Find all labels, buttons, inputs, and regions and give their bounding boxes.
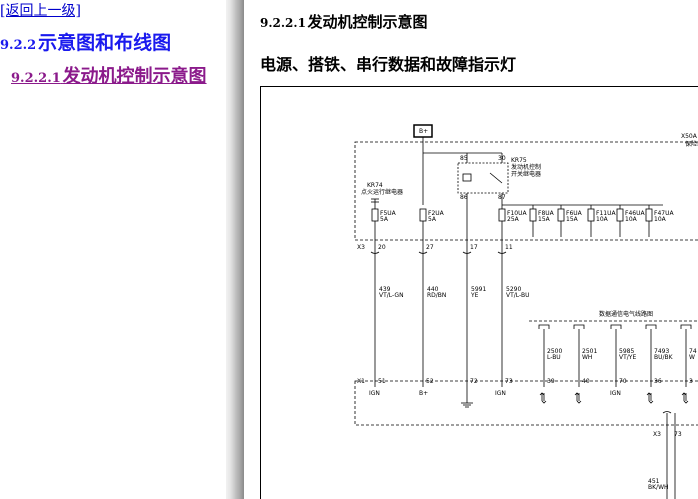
x1-pin: 73 xyxy=(505,378,513,385)
kr75-pin86: 86 xyxy=(460,194,468,201)
data-wire-color: WH xyxy=(582,354,592,361)
fuse-name: F2UA xyxy=(428,210,445,217)
x1-pin: 39 xyxy=(547,378,555,385)
content-pane: 9.2.2.1 发动机控制示意图 电源、搭铁、串行数据和故障指示灯 xyxy=(244,0,698,499)
data-wire-color: W xyxy=(689,354,695,361)
kr74-label: KR74 xyxy=(367,182,383,189)
wire-number: 5991 xyxy=(471,286,486,293)
toc-section-number: 9.2.2 xyxy=(0,38,37,53)
fuse-name: F10UA xyxy=(507,210,527,217)
fuse-name: F6UA xyxy=(566,210,583,217)
data-comm-title: 数据通信电气线路图 xyxy=(599,310,653,318)
x50a-label: X50A xyxy=(681,133,698,140)
content-title: 9.2.2.1 发动机控制示意图 xyxy=(260,11,427,32)
bplus-label: B+ xyxy=(419,128,428,135)
data-wire-number: 7493 xyxy=(654,348,669,355)
x1-signal-label: IGN xyxy=(610,390,621,397)
wire-color: RD/BN xyxy=(427,292,446,299)
fuse-amp: 15A xyxy=(538,216,551,223)
toc-section-text: 示意图和布线图 xyxy=(38,32,172,54)
fuse-amp: 5A xyxy=(380,216,389,223)
back-link[interactable]: [返回上一级] xyxy=(0,3,81,19)
toc-item-text: 发动机控制示意图 xyxy=(62,66,207,87)
fuse-amp: 10A xyxy=(596,216,609,223)
signal-arrows xyxy=(539,392,689,404)
wire-color: VT/L-BU xyxy=(506,292,530,299)
x1-signal-label: IGN xyxy=(495,390,506,397)
x1-pin: 3 xyxy=(689,378,693,385)
fuses-group xyxy=(371,205,653,387)
fuse-amp: 10A xyxy=(654,216,667,223)
x3-lower-label: X3 xyxy=(653,431,661,438)
schematic-frame: B+ X50A 保险丝 KR75 发动机控制 开关继电器 85 30 86 87… xyxy=(260,86,698,499)
data-wire-color: BU/BK xyxy=(654,354,674,361)
wire-number: 5290 xyxy=(506,286,521,293)
wire-number: 439 xyxy=(379,286,391,293)
wire-color: VT/L-GN xyxy=(379,292,404,299)
kr75-pin30: 30 xyxy=(498,155,506,162)
kr75-coil xyxy=(462,173,472,182)
x3-lower-mark xyxy=(662,411,672,414)
kr75-label: KR75 xyxy=(511,157,527,164)
engine-control-schematic: B+ X50A 保险丝 KR75 发动机控制 开关继电器 85 30 86 87… xyxy=(354,124,698,499)
content-subtitle: 电源、搭铁、串行数据和故障指示灯 xyxy=(260,55,517,74)
x1-pin: 70 xyxy=(619,378,627,385)
fuse-amp: 25A xyxy=(507,216,520,223)
data-wire-number: 74 xyxy=(689,348,697,355)
content-title-number: 9.2.2.1 xyxy=(260,16,306,30)
x3-pin: 17 xyxy=(470,244,478,251)
toc-pane: [返回上一级] 9.2.2 示意图和布线图 9.2.2.1 发动机控制示意图 xyxy=(0,0,226,499)
x3-lower-pin: 73 xyxy=(674,431,682,438)
fuse-name: F8UA xyxy=(538,210,555,217)
toc-item-number: 9.2.2.1 xyxy=(11,71,61,86)
content-title-text: 发动机控制示意图 xyxy=(307,13,428,31)
kr75-relay-box xyxy=(457,162,509,194)
x3-pin: 20 xyxy=(378,244,386,251)
x3-pin: 11 xyxy=(505,244,513,251)
wire-451-color: BK/WH xyxy=(648,484,669,491)
x3-label: X3 xyxy=(357,244,365,251)
x3-connector-mark xyxy=(370,251,380,254)
fuse-name: F47UA xyxy=(654,210,674,217)
fuse-name: F11UA xyxy=(596,210,616,217)
data-wire-color: L-BU xyxy=(547,354,561,361)
wire-number: 440 xyxy=(427,286,439,293)
pane-splitter[interactable] xyxy=(226,0,244,499)
x1-signal-label: B+ xyxy=(419,390,428,397)
x1-module-outline xyxy=(354,380,698,426)
kr75-pin87: 87 xyxy=(498,194,506,201)
wire-451-number: 451 xyxy=(648,478,660,485)
kr75-pin85: 85 xyxy=(460,155,468,162)
x1-label: X1 xyxy=(357,378,365,385)
x1-pin: 51 xyxy=(378,378,386,385)
data-wire-number: 5985 xyxy=(619,348,634,355)
x50a-desc: 保险丝 xyxy=(685,140,698,148)
x1-pin: 40 xyxy=(582,378,590,385)
x1-pin: 36 xyxy=(654,378,662,385)
fuse-name: F5UA xyxy=(380,210,397,217)
toc-section-heading[interactable]: 9.2.2 示意图和布线图 xyxy=(0,28,171,55)
kr74-desc: 点火运行继电器 xyxy=(361,188,403,196)
fuse-amp: 15A xyxy=(566,216,579,223)
kr75-desc1: 发动机控制 xyxy=(511,163,541,171)
fuse-box-outline xyxy=(354,141,698,241)
x1-signal-label: IGN xyxy=(369,390,380,397)
x1-pin: 72 xyxy=(470,378,478,385)
x3-pin: 27 xyxy=(426,244,434,251)
data-wire-number: 2501 xyxy=(582,348,597,355)
wire-color: YE xyxy=(470,292,479,299)
data-wire-number: 2500 xyxy=(547,348,562,355)
fuse-amp: 10A xyxy=(625,216,638,223)
kr75-switch xyxy=(489,172,503,184)
data-wire-color: VT/YE xyxy=(619,354,636,361)
kr75-desc2: 开关继电器 xyxy=(511,170,541,178)
fuse-name: F46UA xyxy=(625,210,645,217)
fuse-amp: 5A xyxy=(428,216,437,223)
toc-item-engine-control[interactable]: 9.2.2.1 发动机控制示意图 xyxy=(11,62,207,88)
x1-pin: 52 xyxy=(426,378,434,385)
data-comm-drops xyxy=(538,324,692,387)
